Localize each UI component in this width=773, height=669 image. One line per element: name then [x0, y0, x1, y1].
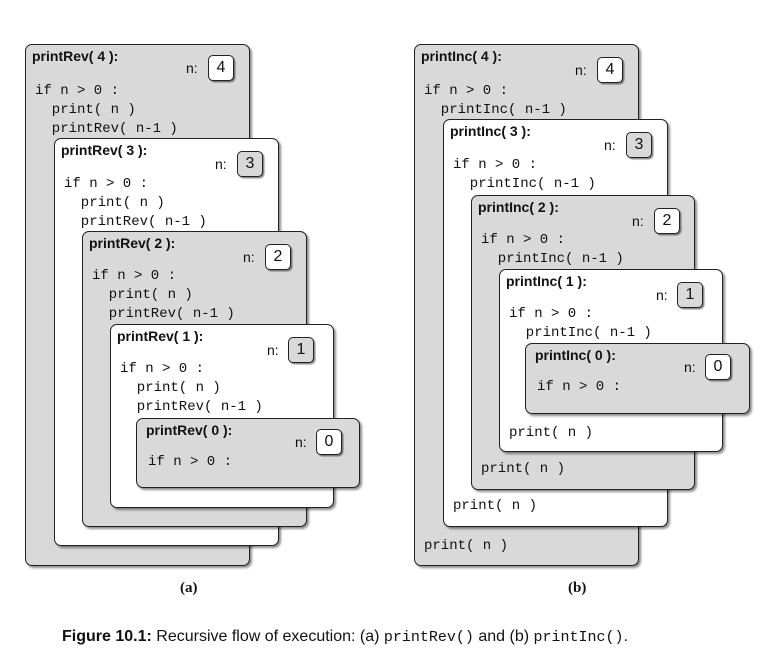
- n-label: n:: [186, 60, 198, 76]
- n-label: n:: [267, 342, 279, 358]
- frame-printrev-0: printRev( 0 ): n: 0 if n > 0 :: [136, 418, 360, 488]
- code-line: printInc( n-1 ): [453, 176, 596, 192]
- caption-text: .: [623, 628, 628, 645]
- frame-title: printInc( 4 ):: [421, 48, 502, 64]
- code-line: if n > 0 :: [35, 83, 120, 99]
- n-value-box: 1: [677, 282, 703, 308]
- n-value-box: 2: [654, 208, 680, 234]
- n-value-box: 2: [265, 244, 291, 270]
- caption-text: and (b): [473, 628, 534, 645]
- caption-label: Figure 10.1:: [62, 628, 152, 645]
- n-value-box: 1: [288, 337, 314, 363]
- code-line: if n > 0 :: [92, 268, 177, 284]
- code-line: if n > 0 :: [453, 157, 538, 173]
- code-line: printRev( n-1 ): [120, 399, 263, 415]
- code-line: printInc( n-1 ): [509, 325, 652, 341]
- code-line: if n > 0 :: [424, 83, 509, 99]
- code-line: printRev( n-1 ): [64, 214, 207, 230]
- frame-title: printRev( 0 ):: [146, 422, 233, 438]
- code-line-after: print( n ): [481, 461, 566, 477]
- n-label: n:: [684, 359, 696, 375]
- code-line: printRev( n-1 ): [92, 306, 235, 322]
- n-value-box: 0: [705, 354, 731, 380]
- code-line: print( n ): [92, 287, 193, 303]
- n-label: n:: [243, 249, 255, 265]
- code-line: printInc( n-1 ): [424, 102, 567, 118]
- n-value-box: 3: [626, 132, 652, 158]
- code-line: if n > 0 :: [64, 176, 149, 192]
- n-label: n:: [604, 137, 616, 153]
- code-line: print( n ): [35, 102, 136, 118]
- n-value-box: 3: [237, 151, 263, 177]
- code-line: if n > 0 :: [537, 379, 622, 395]
- sublabel-a: (a): [180, 580, 198, 596]
- code-line-after: print( n ): [453, 498, 538, 514]
- caption-text: Recursive flow of execution: (a): [151, 628, 384, 645]
- code-line: if n > 0 :: [509, 306, 594, 322]
- frame-title: printInc( 3 ):: [450, 123, 531, 139]
- frame-title: printInc( 0 ):: [535, 347, 616, 363]
- n-value-box: 4: [208, 55, 234, 81]
- caption-code: printRev(): [383, 629, 474, 646]
- frame-title: printRev( 2 ):: [89, 235, 176, 251]
- n-label: n:: [632, 213, 644, 229]
- code-line: if n > 0 :: [148, 454, 233, 470]
- caption-code: printInc(): [533, 629, 624, 646]
- n-label: n:: [215, 156, 227, 172]
- code-line: print( n ): [120, 380, 221, 396]
- code-line-after: print( n ): [424, 538, 509, 554]
- code-line: printRev( n-1 ): [35, 121, 178, 137]
- code-line-after: print( n ): [509, 425, 594, 441]
- frame-title: printInc( 1 ):: [506, 273, 587, 289]
- frame-title: printRev( 4 ):: [32, 48, 119, 64]
- code-line: printInc( n-1 ): [481, 251, 624, 267]
- figure-caption: Figure 10.1: Recursive flow of execution…: [62, 628, 628, 646]
- frame-title: printRev( 1 ):: [117, 328, 204, 344]
- n-label: n:: [295, 434, 307, 450]
- code-line: if n > 0 :: [481, 232, 566, 248]
- sublabel-b: (b): [568, 580, 587, 596]
- frame-printinc-0: printInc( 0 ): n: 0 if n > 0 :: [525, 343, 750, 414]
- n-label: n:: [656, 287, 668, 303]
- code-line: if n > 0 :: [120, 361, 205, 377]
- code-line: print( n ): [64, 195, 165, 211]
- frame-title: printInc( 2 ):: [478, 199, 559, 215]
- frame-title: printRev( 3 ):: [61, 142, 148, 158]
- n-value-box: 0: [316, 429, 342, 455]
- n-value-box: 4: [597, 57, 623, 83]
- n-label: n:: [575, 62, 587, 78]
